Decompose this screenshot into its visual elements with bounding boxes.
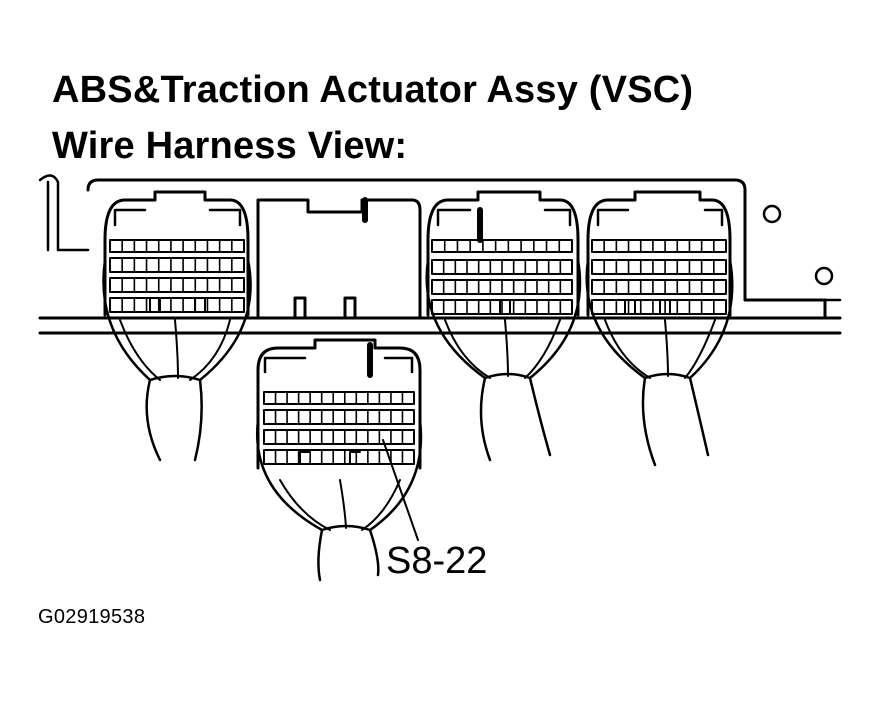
wire-harness-top-right [585,258,734,467]
pin-callout-label: S8-22 [386,540,487,582]
connector-top-right [586,190,732,317]
empty-receptacle [256,197,422,320]
callout-leader-line [382,439,419,541]
wire-harness-top-left [102,258,252,462]
mounting-hole [814,266,834,286]
actuator-body [38,174,842,335]
mounting-hole [762,204,782,224]
wire-harness-bottom [255,418,423,582]
diagram-title: ABS&Traction Actuator Assy (VSC) [52,69,694,111]
wire-harness-top-center [425,258,582,462]
diagram-subtitle: Wire Harness View: [52,125,408,167]
figure-id: G02919538 [38,606,146,628]
connector-top-center [426,190,580,317]
connector-top-left [103,190,250,317]
connector-bottom [256,338,422,470]
